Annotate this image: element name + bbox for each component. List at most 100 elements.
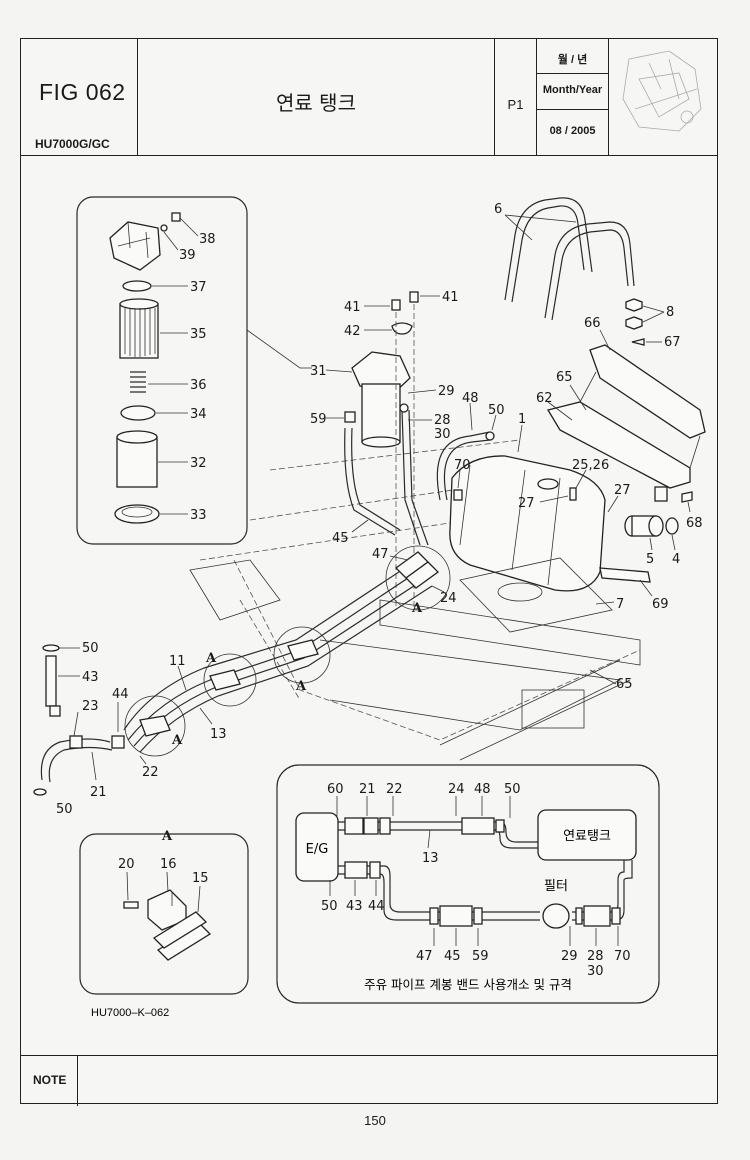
part-label-42: 42 xyxy=(344,324,361,339)
filter-head-icon xyxy=(109,212,181,271)
part-label-45: 45 xyxy=(332,531,349,546)
part-label-41-left: 41 xyxy=(344,300,361,315)
schematic-fitting-60 xyxy=(344,817,364,835)
fuel-tank-icon xyxy=(449,455,606,592)
part-label-67: 67 xyxy=(664,335,681,350)
fig-cell: FIG 062 HU7000G/GC xyxy=(21,39,138,155)
tank-box xyxy=(537,809,637,861)
part-label-29: 29 xyxy=(438,384,455,399)
sch-label-28: 28 xyxy=(587,949,604,964)
detail-a-title: A xyxy=(161,829,173,844)
tank-pad-icon xyxy=(459,557,613,633)
engine-label: E/G xyxy=(306,842,329,857)
part-label-21-hose: 21 xyxy=(90,785,107,800)
part-label-41-right: 41 xyxy=(442,290,459,305)
detail-a-marker-2: A xyxy=(171,733,183,748)
thumbnail-cell xyxy=(609,39,719,155)
part-label-70: 70 xyxy=(454,458,471,473)
sch-label-13: 13 xyxy=(422,851,439,866)
detail-a-marker-1: A xyxy=(205,651,217,666)
part-label-28: 28 xyxy=(434,413,451,428)
sch-label-29: 29 xyxy=(561,949,578,964)
sch-label-45: 45 xyxy=(444,949,461,964)
part-label-48: 48 xyxy=(462,391,479,406)
part-label-24-main: 24 xyxy=(440,591,457,606)
part-label-4: 4 xyxy=(672,552,680,567)
part-label-6: 6 xyxy=(494,202,502,217)
seal-ring-icon xyxy=(120,405,156,421)
note-row: NOTE xyxy=(21,1055,717,1106)
part-label-50-top: 50 xyxy=(488,403,505,418)
part-label-50-hose-bottom: 50 xyxy=(56,802,73,817)
part-label-27-right: 27 xyxy=(614,483,631,498)
part-label-65-upper: 65 xyxy=(556,370,573,385)
sch-label-59: 59 xyxy=(472,949,489,964)
part-label-1: 1 xyxy=(518,412,526,427)
bolt-icon-41b xyxy=(409,291,419,303)
part-label-62: 62 xyxy=(536,391,553,406)
bolt-icon xyxy=(631,338,645,346)
sch-label-43: 43 xyxy=(346,899,363,914)
part-label-33: 33 xyxy=(190,508,207,523)
sch-label-50-top: 50 xyxy=(504,782,521,797)
part-label-25-26: 25,26 xyxy=(572,458,609,473)
schematic-caption: 주유 파이프 계봉 밴드 사용개소 및 규격 xyxy=(364,977,572,992)
part-label-50-hose-top: 50 xyxy=(82,641,99,656)
date-label-en: Month/Year xyxy=(542,84,603,96)
date-label-kr: 월 / 년 xyxy=(557,54,588,66)
part-label-11: 11 xyxy=(169,654,186,669)
engine-side-hose-icon xyxy=(33,644,125,796)
sch-label-30: 30 xyxy=(587,964,604,979)
chassis-frame xyxy=(189,439,641,761)
pipe-schematic-inset xyxy=(276,764,660,1004)
page-code: P1 xyxy=(507,97,524,112)
part-label-43-hose: 43 xyxy=(82,670,99,685)
filter-bowl-icon xyxy=(116,430,158,488)
filter-detail-inset xyxy=(76,196,248,545)
sch-label-50-bottom: 50 xyxy=(321,899,338,914)
clamp-icon xyxy=(391,322,413,335)
part-label-5: 5 xyxy=(646,552,654,567)
sch-label-22: 22 xyxy=(386,782,403,797)
sch-label-24: 24 xyxy=(448,782,465,797)
part-label-13-main: 13 xyxy=(210,727,227,742)
part-label-36: 36 xyxy=(190,378,207,393)
part-label-65-lower: 65 xyxy=(616,677,633,692)
part-label-16: 16 xyxy=(160,857,177,872)
part-label-59: 59 xyxy=(310,412,327,427)
page-title: 연료 탱크 xyxy=(276,91,356,115)
part-label-39: 39 xyxy=(179,248,196,263)
part-label-44-hose: 44 xyxy=(112,687,129,702)
filter-symbol-icon xyxy=(542,903,570,929)
part-label-23: 23 xyxy=(82,699,99,714)
part-label-35: 35 xyxy=(190,327,207,342)
part-label-69: 69 xyxy=(652,597,669,612)
part-label-66: 66 xyxy=(584,316,601,331)
date-cell: 월 / 년 Month/Year 08 / 2005 xyxy=(537,39,609,155)
page-cell: P1 xyxy=(495,39,537,155)
sch-label-48: 48 xyxy=(474,782,491,797)
sch-label-21: 21 xyxy=(359,782,376,797)
engine-box xyxy=(295,812,339,882)
bolt-icon-41a xyxy=(391,299,401,311)
nut-icon xyxy=(625,298,643,312)
part-label-20: 20 xyxy=(118,857,135,872)
part-label-32: 32 xyxy=(190,456,207,471)
filler-neck-icon xyxy=(624,515,664,537)
model-name: HU7000G/GC xyxy=(35,137,110,151)
part-label-7: 7 xyxy=(616,597,624,612)
title-cell: 연료 탱크 xyxy=(138,39,495,155)
drawing-code: HU7000–K–062 xyxy=(91,1007,169,1019)
part-label-30: 30 xyxy=(434,427,451,442)
page-number: 150 xyxy=(364,1113,386,1128)
tank-bracket-icon xyxy=(546,344,706,502)
date-value: 08 / 2005 xyxy=(549,125,596,137)
part-label-27-left: 27 xyxy=(518,496,535,511)
part-label-31: 31 xyxy=(310,364,327,379)
tank-label: 연료탱크 xyxy=(563,829,611,844)
part-label-38: 38 xyxy=(199,232,216,247)
part-label-22-hose: 22 xyxy=(142,765,159,780)
part-label-34: 34 xyxy=(190,407,207,422)
sch-label-70: 70 xyxy=(614,949,631,964)
